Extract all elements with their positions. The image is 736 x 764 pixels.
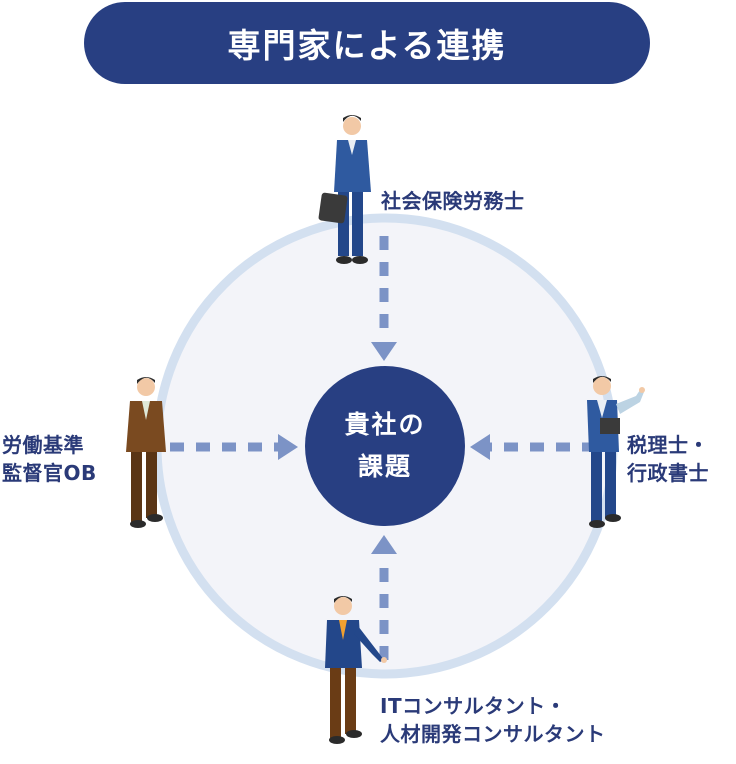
diagram-title: 専門家による連携 [227, 26, 507, 65]
person-bottom-icon [325, 596, 387, 744]
expert-bottom-line2: 人材開発コンサルタント [380, 722, 606, 746]
expert-right-line1: 税理士・ [627, 433, 709, 457]
expert-label-top: 社会保険労務士 [381, 187, 525, 215]
title-banner: 専門家による連携 [84, 2, 650, 84]
expert-top-line1: 社会保険労務士 [381, 189, 525, 213]
expert-left-line2: 監督官OB [2, 461, 97, 485]
arrow-from-top [371, 236, 397, 361]
expert-right-line2: 行政書士 [627, 461, 709, 485]
expert-label-bottom: ITコンサルタント・ 人材開発コンサルタント [380, 692, 606, 748]
person-right-icon [587, 376, 645, 528]
center-label-line2: 課題 [357, 452, 412, 481]
arrow-from-left [170, 434, 298, 460]
center-label-line1: 貴社の [344, 410, 426, 439]
arrow-from-right [470, 434, 596, 460]
expert-label-left: 労働基準 監督官OB [2, 431, 97, 487]
person-top-icon [318, 115, 371, 264]
person-left-icon [126, 377, 166, 528]
center-label: 貴社の 課題 [305, 367, 465, 525]
center-circle [305, 366, 465, 526]
expert-bottom-line1: ITコンサルタント・ [380, 694, 567, 718]
expert-label-right: 税理士・ 行政書士 [627, 431, 709, 487]
expert-left-line1: 労働基準 [2, 433, 84, 457]
arrow-from-bottom [371, 535, 397, 660]
